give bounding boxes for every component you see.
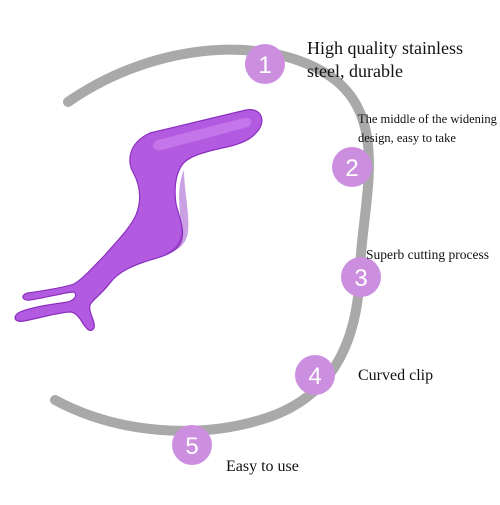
feature-2-line-2: design, easy to take (358, 131, 456, 146)
badge-circle (332, 147, 372, 187)
feature-5-text: Easy to use (226, 457, 299, 478)
feature-badge-4: 4 (295, 355, 335, 395)
badge-number: 2 (345, 155, 358, 182)
badge-number: 4 (308, 363, 321, 390)
feature-1-line-2: steel, durable (307, 61, 403, 82)
feature-3-text: Superb cutting process (366, 246, 489, 264)
feature-4-text: Curved clip (358, 366, 433, 387)
badge-number: 3 (354, 265, 367, 292)
feature-5-line-1: Easy to use (226, 458, 299, 475)
tweezer-highlight (153, 117, 252, 151)
badge-circle (245, 44, 285, 84)
badge-number: 5 (185, 433, 198, 460)
feature-4-line-1: Curved clip (358, 367, 434, 384)
feature-3-line-1: Superb cutting process (366, 247, 489, 262)
feature-badge-1: 1 (245, 44, 285, 84)
feature-1-text: High quality stainless steel, durable (307, 37, 463, 84)
feature-badge-3: 3 (341, 257, 381, 297)
tweezer-body (14, 109, 263, 332)
eyelash-tweezer-icon (14, 109, 263, 332)
feature-2-line-1: The middle of the widening (358, 112, 497, 126)
feature-badge-5: 5 (172, 425, 212, 465)
badge-circle (295, 355, 335, 395)
feature-2-text: The middle of the widening design, easy … (358, 110, 497, 149)
tweezer-shadow (160, 170, 189, 257)
badge-number: 1 (258, 52, 271, 79)
badge-circle (172, 425, 212, 465)
feature-1-line-1: High quality stainless (307, 38, 463, 58)
badge-circle (341, 257, 381, 297)
feature-badge-2: 2 (332, 147, 372, 187)
